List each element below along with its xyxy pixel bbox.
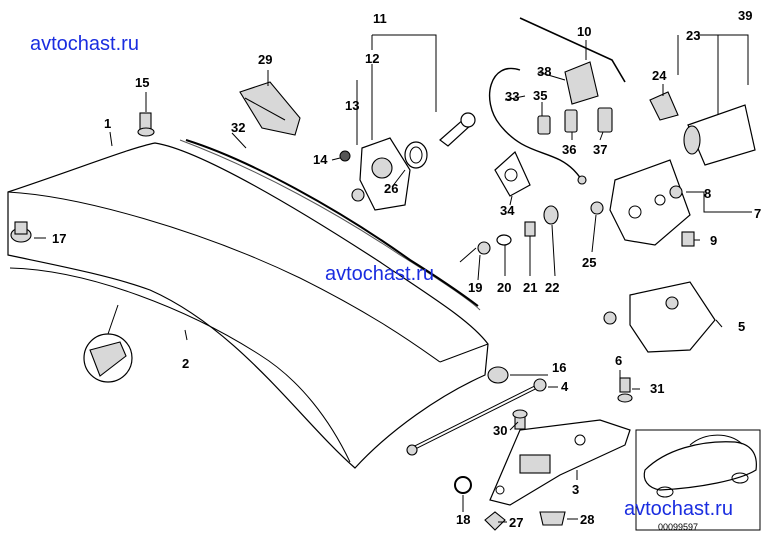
clip-35 xyxy=(537,115,551,135)
callout-33: 33 xyxy=(505,89,519,104)
callout-31: 31 xyxy=(650,381,664,396)
bolt-30 xyxy=(512,409,528,430)
clip-28 xyxy=(539,511,566,526)
lock-actuator xyxy=(649,91,756,166)
callout-28: 28 xyxy=(580,512,594,527)
callout-21: 21 xyxy=(523,280,537,295)
callout-38: 38 xyxy=(537,64,551,79)
callout-5: 5 xyxy=(738,319,745,334)
latch-assembly xyxy=(590,159,695,247)
rod-10 xyxy=(519,17,626,83)
callout-6: 6 xyxy=(615,353,622,368)
callout-36: 36 xyxy=(562,142,576,157)
trunk-light-29 xyxy=(239,81,301,136)
callout-15: 15 xyxy=(135,75,149,90)
callout-30: 30 xyxy=(493,423,507,438)
callout-7: 7 xyxy=(754,206,761,221)
callout-9: 9 xyxy=(710,233,717,248)
callout-4: 4 xyxy=(561,379,569,394)
stud-15 xyxy=(137,112,155,137)
callout-25: 25 xyxy=(582,255,596,270)
callout-14: 14 xyxy=(313,152,328,167)
watermark-center: avtochast.ru xyxy=(325,263,434,285)
callout-29: 29 xyxy=(258,52,272,67)
watermark-bottom-right: avtochast.ru xyxy=(624,498,733,520)
trunk-lid xyxy=(7,139,489,469)
seal-detail-circle xyxy=(83,304,133,383)
callout-labels: 1 2 3 4 5 6 7 8 9 10 11 12 13 14 15 16 1… xyxy=(52,8,761,530)
rubber-bumper-16 xyxy=(487,366,509,384)
diagram-code: 00099597 xyxy=(658,522,698,532)
bracket-38 xyxy=(564,61,599,105)
clip-27 xyxy=(484,511,506,531)
rubber-buffer-17 xyxy=(10,221,32,243)
watermarks: avtochast.ru avtochast.ru avtochast.ru xyxy=(30,33,733,520)
gas-strut-4 xyxy=(406,378,547,456)
callout-19: 19 xyxy=(468,280,482,295)
circlip-18 xyxy=(454,476,472,494)
callout-17: 17 xyxy=(52,231,66,246)
clip-36 xyxy=(564,109,578,133)
callout-3: 3 xyxy=(572,482,579,497)
watermark-top-left: avtochast.ru xyxy=(30,33,139,55)
callout-34: 34 xyxy=(500,203,515,218)
handle-34 xyxy=(494,151,531,197)
callout-32: 32 xyxy=(231,120,245,135)
fasteners-19-22 xyxy=(459,205,559,263)
callout-22: 22 xyxy=(545,280,559,295)
callout-39: 39 xyxy=(738,8,752,23)
callout-24: 24 xyxy=(652,68,667,83)
release-cable-33 xyxy=(488,67,587,185)
callout-13: 13 xyxy=(345,98,359,113)
callout-18: 18 xyxy=(456,512,470,527)
hinge-3 xyxy=(489,419,631,506)
leader-lines xyxy=(34,34,752,523)
callout-35: 35 xyxy=(533,88,547,103)
callout-20: 20 xyxy=(497,280,511,295)
callout-27: 27 xyxy=(509,515,523,530)
callout-2: 2 xyxy=(182,356,189,371)
callout-23: 23 xyxy=(686,28,700,43)
callout-16: 16 xyxy=(552,360,566,375)
callout-12: 12 xyxy=(365,51,379,66)
callout-8: 8 xyxy=(704,186,711,201)
clip-37 xyxy=(597,107,613,133)
callout-26: 26 xyxy=(384,181,398,196)
lock-cylinder-assembly xyxy=(339,112,476,211)
callout-10: 10 xyxy=(577,24,591,39)
latch-bracket-5 xyxy=(603,281,716,403)
callout-37: 37 xyxy=(593,142,607,157)
callout-11: 11 xyxy=(373,11,387,26)
callout-1: 1 xyxy=(104,116,111,131)
car-location-inset xyxy=(635,429,761,531)
